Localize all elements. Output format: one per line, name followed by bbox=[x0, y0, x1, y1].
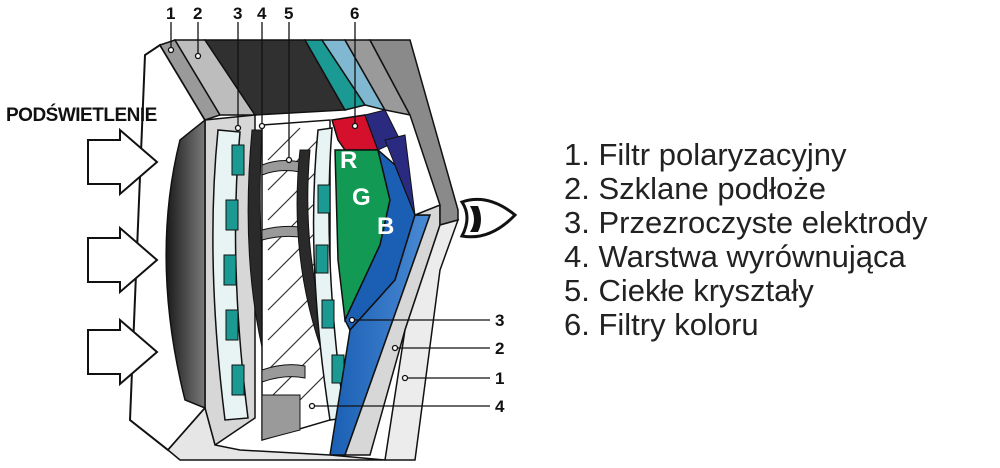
legend-item: 6. Filtry koloru bbox=[564, 307, 759, 342]
callout-number-1: 1 bbox=[166, 4, 175, 23]
dark-curved-polarizer bbox=[165, 118, 206, 410]
backlight-label: PODŚWIETLENIE bbox=[6, 104, 157, 126]
filter-letter-b: B bbox=[377, 213, 394, 240]
filter-letter-r: R bbox=[340, 147, 357, 174]
callout-number-5: 5 bbox=[284, 4, 293, 23]
callout-number-right-3: 3 bbox=[495, 311, 504, 330]
legend-item: 1. Filtr polaryzacyjny bbox=[564, 137, 847, 172]
front-electrodes bbox=[312, 127, 346, 421]
right-callouts bbox=[308, 316, 490, 410]
top-callouts bbox=[167, 22, 359, 164]
legend-item: 4. Warstwa wyrównująca bbox=[564, 239, 906, 274]
callout-number-2: 2 bbox=[193, 4, 202, 23]
color-filters bbox=[331, 109, 416, 332]
back-electrodes bbox=[212, 129, 249, 421]
filter-letter-g: G bbox=[352, 184, 371, 211]
callout-number-right-2: 2 bbox=[495, 339, 504, 358]
bottom-edge bbox=[166, 406, 386, 461]
legend-item: 2. Szklane podłoże bbox=[564, 171, 826, 206]
callout-number-6: 6 bbox=[350, 4, 359, 23]
eye-icon bbox=[459, 197, 518, 239]
callout-number-3: 3 bbox=[233, 4, 242, 23]
callout-number-right-4: 4 bbox=[495, 397, 505, 416]
callout-number-right-1: 1 bbox=[495, 369, 504, 388]
legend-item: 5. Ciekłe kryształy bbox=[564, 273, 814, 308]
callout-number-4: 4 bbox=[257, 4, 267, 23]
arrow-icon bbox=[87, 317, 159, 387]
legend-item: 3. Przezroczyste elektrody bbox=[564, 205, 928, 240]
arrow-icon bbox=[87, 127, 159, 197]
front-stack bbox=[329, 39, 460, 461]
arrow-icon bbox=[87, 225, 159, 295]
legend: 1. Filtr polaryzacyjny 2. Szklane podłoż… bbox=[564, 138, 928, 342]
